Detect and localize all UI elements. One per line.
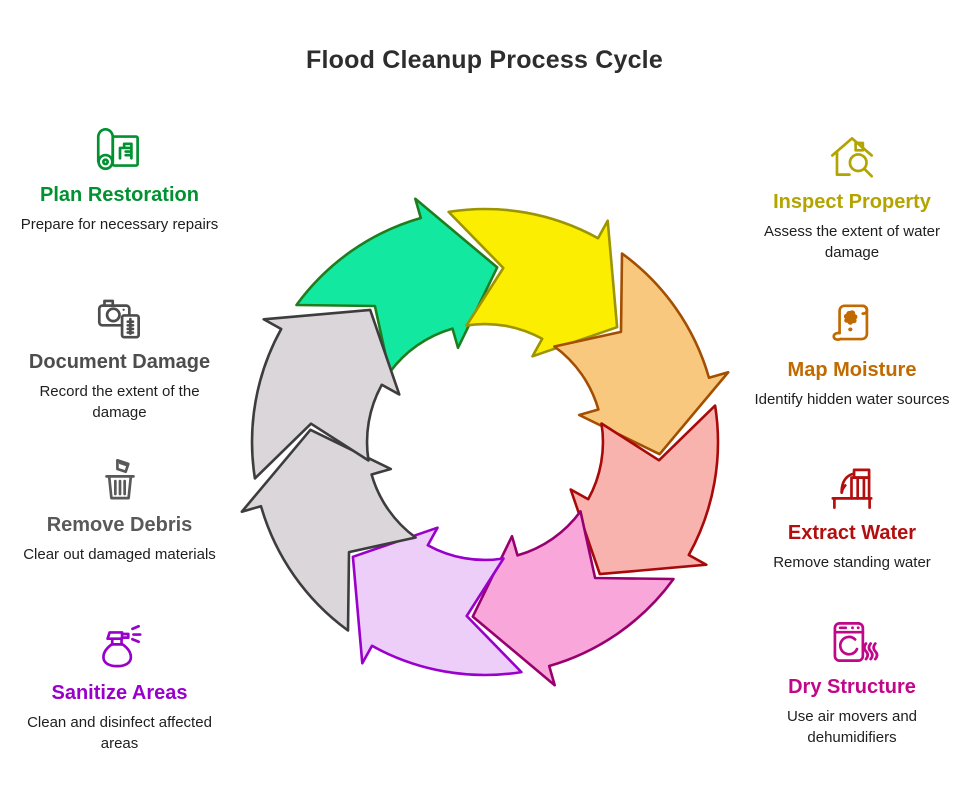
blueprint-icon: [12, 120, 227, 180]
map-icon: [742, 295, 962, 355]
step-heading: Dry Structure: [788, 676, 916, 698]
step-description: Clean and disinfect affected areas: [27, 714, 212, 752]
step-description: Remove standing water: [773, 554, 931, 571]
step-description: Record the extent of the damage: [39, 383, 200, 421]
step-heading: Extract Water: [787, 522, 917, 544]
step-description: Use air movers and dehumidifiers: [786, 708, 918, 746]
cycle-arrow-plan-restoration: [295, 197, 499, 374]
cycle-arrow-sanitize-areas: [351, 526, 523, 677]
water-extractor-icon: [742, 458, 962, 518]
step-remove-debris: Remove Debris Clear out damaged material…: [12, 450, 227, 566]
step-heading: Sanitize Areas: [51, 682, 188, 704]
step-plan-restoration: Plan Restoration Prepare for necessary r…: [12, 120, 227, 236]
step-heading: Remove Debris: [46, 514, 193, 536]
spray-bottle-icon: [12, 618, 227, 678]
cycle-arrow-document-damage: [250, 308, 401, 480]
page-title: Flood Cleanup Process Cycle: [306, 46, 663, 74]
step-map-moisture: Map Moisture Identify hidden water sourc…: [742, 295, 962, 411]
step-dry-structure: Dry Structure Use air movers and dehumid…: [742, 612, 962, 748]
step-heading: Inspect Property: [773, 191, 931, 213]
step-extract-water: Extract Water Remove standing water: [742, 458, 962, 574]
cycle-arrow-dry-structure: [471, 510, 675, 687]
dryer-icon: [742, 612, 962, 672]
step-description: Identify hidden water sources: [754, 391, 950, 408]
cycle-diagram: [240, 197, 730, 687]
cycle-arrow-remove-debris: [240, 428, 417, 632]
step-description: Assess the extent of water damage: [764, 223, 940, 261]
camera-icon: [12, 287, 227, 347]
trash-icon: [12, 450, 227, 510]
cycle-arrow-extract-water: [569, 404, 720, 576]
step-heading: Document Damage: [28, 351, 211, 373]
step-document-damage: Document Damage Record the extent of the…: [12, 287, 227, 423]
step-heading: Plan Restoration: [40, 184, 199, 206]
cycle-arrow-inspect-property: [447, 207, 619, 358]
house-magnifier-icon: [742, 127, 962, 187]
cycle-arrow-map-moisture: [553, 252, 730, 456]
step-inspect-property: Inspect Property Assess the extent of wa…: [742, 127, 962, 263]
step-description: Clear out damaged materials: [23, 546, 216, 563]
step-description: Prepare for necessary repairs: [20, 216, 219, 233]
step-sanitize-areas: Sanitize Areas Clean and disinfect affec…: [12, 618, 227, 754]
step-heading: Map Moisture: [787, 359, 917, 381]
